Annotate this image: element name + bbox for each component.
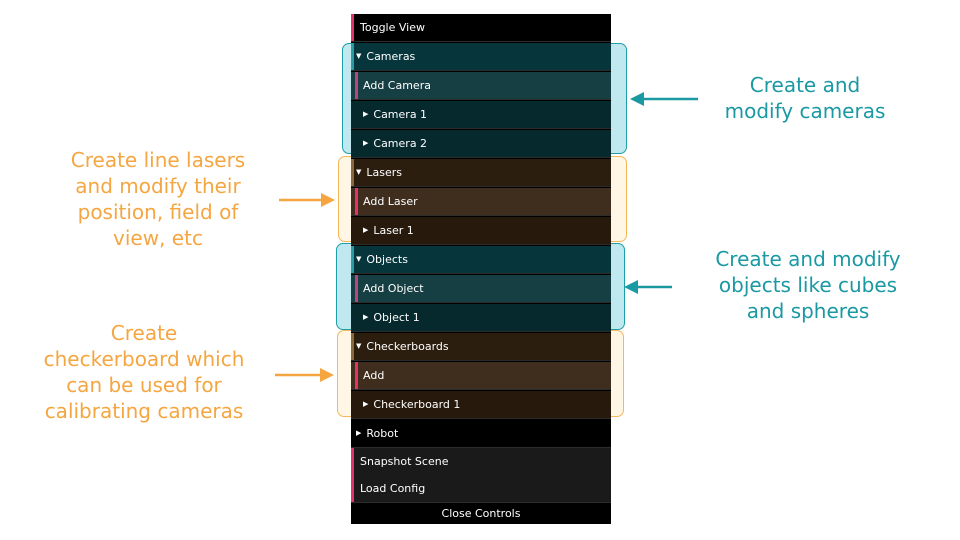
cameras-folder[interactable]: ▼ Cameras [351, 43, 611, 71]
folder-marker [351, 43, 354, 70]
toggle-view-label: Toggle View [360, 21, 425, 34]
arrow-cameras [630, 92, 698, 106]
add-camera-label: Add Camera [363, 79, 431, 92]
snapshot-scene-label: Snapshot Scene [360, 455, 449, 468]
cameras-annotation: Create and modify cameras [724, 73, 886, 123]
button-marker [351, 475, 354, 502]
add-laser-label: Add Laser [363, 195, 418, 208]
triangle-right-icon: ▶ [356, 429, 362, 437]
button-marker [355, 362, 358, 389]
add-camera-button[interactable]: Add Camera [351, 72, 611, 100]
arrow-lasers [279, 193, 335, 207]
robot-folder[interactable]: ▶ Robot [351, 420, 611, 448]
toggle-view-button[interactable]: Toggle View [351, 14, 611, 42]
objects-annotation: Create and modify objects like cubes and… [715, 247, 901, 323]
camera-1-label: Camera 1 [373, 108, 428, 121]
button-marker [355, 275, 358, 302]
camera-1-folder[interactable]: ▶ Camera 1 [351, 101, 611, 129]
cameras-folder-label: Cameras [366, 50, 416, 63]
triangle-right-icon: ▶ [363, 139, 369, 147]
close-controls-label: Close Controls [441, 507, 521, 520]
load-config-button[interactable]: Load Config [351, 475, 611, 503]
triangle-right-icon: ▶ [363, 313, 369, 321]
triangle-down-icon: ▼ [356, 52, 362, 60]
arrow-objects [624, 280, 672, 294]
lasers-folder-label: Lasers [366, 166, 403, 179]
object-1-folder[interactable]: ▶ Object 1 [351, 304, 611, 332]
lasers-folder[interactable]: ▼ Lasers [351, 159, 611, 187]
objects-folder[interactable]: ▼ Objects [351, 246, 611, 274]
add-object-label: Add Object [363, 282, 424, 295]
add-object-button[interactable]: Add Object [351, 275, 611, 303]
add-checkerboard-label: Add [363, 369, 385, 382]
controls-panel: Toggle View ▼ Cameras Add Camera ▶ Camera … [351, 14, 611, 524]
camera-2-folder[interactable]: ▶ Camera 2 [351, 130, 611, 158]
arrow-checkerboards [275, 368, 334, 382]
checkerboard-1-label: Checkerboard 1 [373, 398, 461, 411]
button-marker [355, 188, 358, 215]
triangle-right-icon: ▶ [363, 226, 369, 234]
camera-2-label: Camera 2 [373, 137, 428, 150]
robot-label: Robot [366, 427, 399, 440]
folder-marker [351, 246, 354, 273]
checkerboard-1-folder[interactable]: ▶ Checkerboard 1 [351, 391, 611, 419]
triangle-down-icon: ▼ [356, 168, 362, 176]
triangle-right-icon: ▶ [363, 400, 369, 408]
laser-1-folder[interactable]: ▶ Laser 1 [351, 217, 611, 245]
triangle-down-icon: ▼ [356, 342, 362, 350]
lasers-annotation: Create line lasers and modify their posi… [70, 148, 246, 250]
laser-1-label: Laser 1 [373, 224, 414, 237]
checkerboards-folder[interactable]: ▼ Checkerboards [351, 333, 611, 361]
checkerboards-folder-label: Checkerboards [366, 340, 449, 353]
button-marker [351, 448, 354, 475]
object-1-label: Object 1 [373, 311, 420, 324]
triangle-down-icon: ▼ [356, 255, 362, 263]
close-controls-button[interactable]: Close Controls [351, 502, 611, 524]
add-checkerboard-button[interactable]: Add [351, 362, 611, 390]
load-config-label: Load Config [360, 482, 426, 495]
folder-marker [351, 159, 354, 186]
snapshot-scene-button[interactable]: Snapshot Scene [351, 448, 611, 476]
add-laser-button[interactable]: Add Laser [351, 188, 611, 216]
objects-folder-label: Objects [366, 253, 408, 266]
button-marker [355, 72, 358, 99]
button-marker [351, 14, 354, 41]
triangle-right-icon: ▶ [363, 110, 369, 118]
checkerboards-annotation: Create checkerboard which can be used fo… [43, 321, 245, 423]
folder-marker [351, 333, 354, 360]
